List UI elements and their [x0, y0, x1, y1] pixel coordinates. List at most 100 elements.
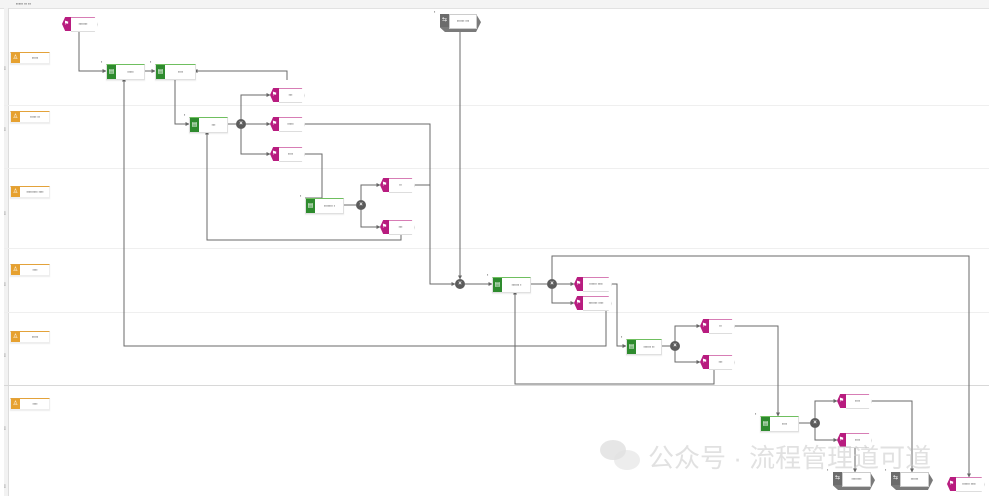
lane-separator: [4, 248, 989, 249]
event-shape[interactable]: ⚑ ▪▪▪: [700, 355, 735, 370]
task-label: ▪▪▪▪▪▪▪ ▪: [324, 204, 335, 208]
lane-id-column: [4, 8, 9, 496]
lane-separator: [4, 312, 989, 313]
event-label: ▪▪▪▪: [855, 438, 860, 442]
role-box[interactable]: ♙▪▪▪▪▪ ▪▪: [10, 111, 50, 123]
lane-separator: [4, 168, 989, 169]
event-shape[interactable]: ⚑▪▪▪▪: [270, 147, 305, 162]
flag-icon: ⚑: [380, 220, 389, 234]
task-number: ▪: [184, 113, 186, 117]
connector: [360, 210, 381, 229]
event-label: ▪▪▪▪▪▪▪ ▪▪▪▪: [588, 301, 604, 305]
role-box[interactable]: ♙ ▪▪▪▪▪: [10, 331, 50, 343]
task-number: ▪: [487, 273, 489, 277]
event-shape[interactable]: ⚑▪▪: [700, 319, 735, 334]
flag-icon: ⚑: [947, 477, 956, 491]
event-label: ▪▪▪: [288, 93, 293, 97]
task-box[interactable]: ▪▤▪▪▪▪▪▪ ▪: [487, 273, 531, 293]
connector: [612, 283, 627, 348]
connector: [513, 290, 715, 385]
lane-separator: [4, 105, 989, 106]
process-interface[interactable]: ▪⇆▪▪▪▪▪▪ ▪▪▪: [434, 10, 481, 32]
xor-gateway[interactable]: ×: [455, 279, 465, 289]
connector: [674, 351, 701, 364]
event-shape[interactable]: ⚑ ▪▪▪▪▪▪▪: [62, 17, 98, 32]
event-shape[interactable]: ⚑ ▪▪▪: [270, 88, 305, 103]
role-box[interactable]: ♙▪▪▪▪▪: [10, 52, 50, 64]
event-label: ▪▪▪: [718, 360, 723, 364]
event-label: ▪▪: [399, 183, 402, 187]
task-icon: ▤: [190, 118, 199, 132]
interface-label: ▪▪▪▪▪▪▪▪: [851, 476, 862, 481]
role-box[interactable]: ♙ ▪▪▪▪: [10, 398, 50, 410]
person-icon: ♙: [11, 265, 20, 275]
task-icon: ▤: [107, 65, 116, 79]
flag-icon: ⚑: [270, 117, 279, 131]
event-label: ▪▪▪: [398, 225, 403, 229]
event-label: ▪▪▪▪▪▪▪: [78, 22, 88, 26]
event-shape[interactable]: ⚑ ▪▪▪: [380, 220, 415, 235]
diagram-title: ▪▪▪▪▪ ▪▪ ▪▪: [16, 1, 31, 6]
task-label: ▪▪▪▪▪▪ ▪▪: [643, 345, 655, 349]
connector: [240, 129, 271, 156]
xor-gateway[interactable]: ×: [356, 200, 366, 210]
connector: [122, 77, 607, 347]
xor-gateway[interactable]: ×: [670, 341, 680, 351]
connector: [305, 153, 323, 199]
event-label: ▪▪▪▪▪▪ ▪▪▪▪: [589, 282, 603, 286]
person-icon: ♙: [11, 187, 20, 197]
role-label: ▪▪▪▪▪: [31, 335, 39, 339]
xor-gateway[interactable]: ×: [236, 119, 246, 129]
role-box[interactable]: ♙▪▪▪▪: [10, 264, 50, 276]
interface-number: ▪: [434, 10, 436, 14]
person-icon: ♙: [11, 399, 20, 409]
event-shape[interactable]: ⚑ ▪▪▪▪▪▪ ▪▪▪▪: [947, 477, 985, 492]
interface-label: ▪▪▪▪▪▪ ▪▪▪: [456, 18, 470, 23]
task-number: ▪: [300, 194, 302, 198]
task-label: ▪▪▪▪: [178, 70, 183, 74]
task-box[interactable]: ▪▤▪▪▪▪: [150, 60, 196, 80]
flag-icon: ⚑: [700, 319, 709, 333]
xor-gateway[interactable]: ×: [810, 418, 820, 428]
process-interface[interactable]: ▪⇆▪▪▪▪▪▪: [885, 468, 933, 490]
connector: [205, 130, 402, 241]
task-icon: ▤: [627, 340, 636, 354]
role-label: ▪▪▪▪: [32, 402, 38, 406]
flag-icon: ⚑: [62, 17, 71, 31]
connector: [305, 123, 456, 286]
event-shape[interactable]: ⚑▪▪: [380, 178, 415, 193]
event-shape[interactable]: ⚑ ▪▪▪▪▪▪ ▪▪▪▪: [574, 277, 612, 292]
diagram-header: ▪▪▪▪▪ ▪▪ ▪▪: [0, 0, 989, 9]
flag-icon: ⚑: [574, 277, 583, 291]
connector: [78, 32, 107, 73]
interface-number: ▪: [885, 468, 887, 472]
role-label: ▪▪▪▪▪ ▪▪: [30, 115, 40, 119]
role-box[interactable]: ♙ ▪▪▪▪▪▪▪▪▪ ▪▪▪▪: [10, 186, 50, 198]
person-icon: ♙: [11, 332, 20, 342]
task-number: ▪: [621, 335, 623, 339]
connector: [174, 78, 190, 126]
task-icon: ▤: [761, 417, 770, 431]
flag-icon: ⚑: [700, 355, 709, 369]
task-box[interactable]: ▪▤▪▪▪▪▪: [101, 60, 145, 80]
task-box[interactable]: ▪ ▤ ▪▪▪▪▪▪ ▪▪: [621, 335, 662, 355]
event-label: ▪▪▪▪: [288, 152, 293, 156]
connector: [872, 400, 914, 473]
flag-icon: ⚑: [270, 88, 279, 102]
xor-gateway[interactable]: ×: [547, 279, 557, 289]
event-label: ▪▪▪▪▪▪ ▪▪▪▪: [962, 482, 976, 486]
task-icon: ▤: [156, 65, 165, 79]
task-box[interactable]: ▪▤▪▪▪▪▪▪▪ ▪: [300, 194, 344, 214]
role-label: ▪▪▪▪▪▪▪▪▪ ▪▪▪▪: [26, 190, 44, 194]
event-shape[interactable]: ⚑▪▪▪▪▪: [270, 117, 305, 132]
event-shape[interactable]: ⚑▪▪▪▪: [837, 394, 872, 409]
task-box[interactable]: ▪▤▪▪▪: [184, 113, 228, 133]
process-interface[interactable]: ▪⇆▪▪▪▪▪▪▪▪: [827, 468, 875, 490]
role-label: ▪▪▪▪▪: [31, 56, 39, 60]
task-box[interactable]: ▪▤▪▪▪▪: [755, 412, 799, 432]
flag-icon: ⚑: [837, 394, 846, 408]
event-shape[interactable]: ⚑▪▪▪▪▪▪▪ ▪▪▪▪: [574, 296, 612, 311]
event-shape[interactable]: ⚑▪▪▪▪: [837, 433, 872, 448]
